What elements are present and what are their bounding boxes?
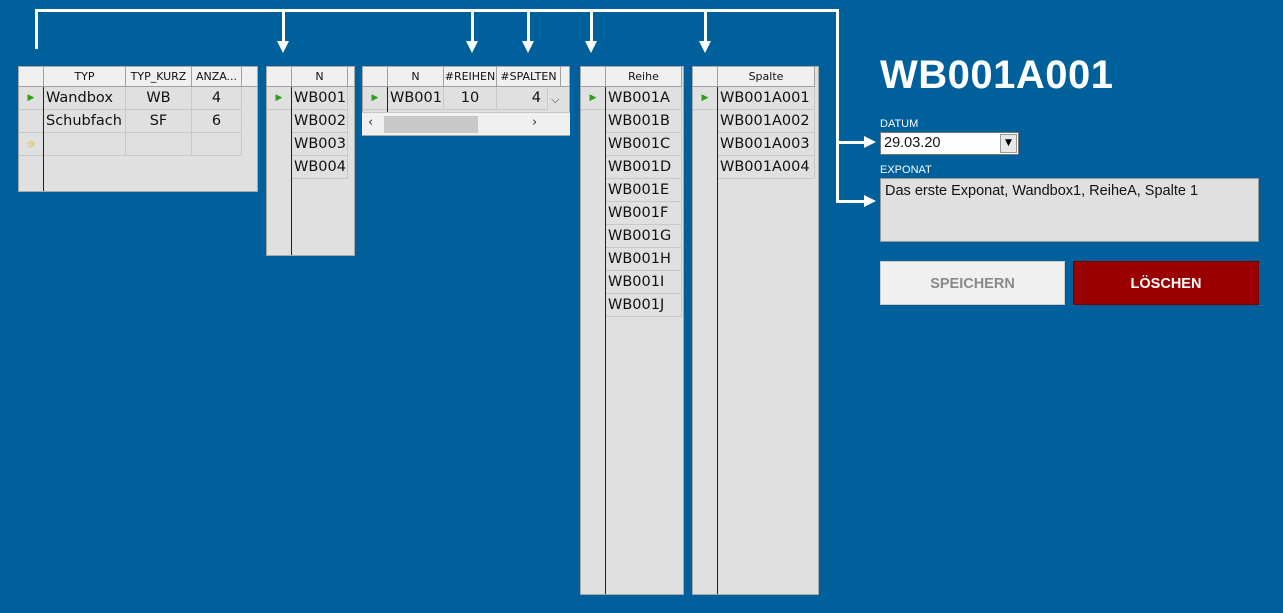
n-grid[interactable]: N ▶ WB001 WB002 WB003 WB004: [266, 66, 355, 256]
save-button[interactable]: SPEICHERN: [880, 261, 1065, 305]
current-row-icon: ▶: [19, 87, 43, 110]
exponat-textarea[interactable]: Das erste Exponat, Wandbox1, ReiheA, Spa…: [880, 178, 1259, 242]
connector-drop-spalte: [704, 9, 707, 42]
table-cell[interactable]: WB001A003: [718, 133, 815, 156]
table-cell[interactable]: 4: [497, 87, 548, 110]
column-header-filler: [348, 67, 354, 87]
row-selector-column[interactable]: [267, 67, 292, 255]
table-cell[interactable]: Schubfach: [44, 110, 126, 133]
connector-drop-n: [282, 9, 285, 42]
table-cell[interactable]: WB001D: [606, 156, 682, 179]
table-cell[interactable]: 6: [192, 110, 242, 133]
connector-left-drop: [35, 9, 38, 49]
column-header-reihen[interactable]: #REIHEN: [444, 67, 497, 87]
datum-value[interactable]: 29.03.20: [884, 135, 941, 151]
scroll-down-icon[interactable]: ⌵: [551, 93, 560, 106]
new-row-icon: ☼: [19, 133, 43, 156]
arrow-down-icon: [585, 41, 597, 53]
reihe-grid[interactable]: Reihe ▶ WB001A WB001B WB001C WB001D WB00…: [580, 66, 684, 595]
table-cell[interactable]: WB001H: [606, 248, 682, 271]
table-cell[interactable]: WB002: [292, 110, 348, 133]
scroll-right-icon[interactable]: ›: [532, 115, 538, 130]
table-cell[interactable]: WB001E: [606, 179, 682, 202]
table-cell[interactable]: SF: [126, 110, 192, 133]
delete-button[interactable]: LÖSCHEN: [1073, 261, 1259, 305]
scrollbar-thumb[interactable]: [384, 116, 478, 133]
new-row-cell[interactable]: [126, 133, 192, 156]
table-cell[interactable]: WB001: [388, 87, 444, 110]
arrow-right-icon: [864, 195, 876, 207]
connector-drop-reihe: [590, 9, 593, 42]
current-row-icon: ▶: [267, 87, 291, 110]
column-header-spalte[interactable]: Spalte: [718, 67, 815, 87]
connector-to-exponat: [836, 200, 866, 203]
header-select-all[interactable]: [581, 67, 606, 87]
table-cell[interactable]: 4: [192, 87, 242, 110]
current-row-icon: ▶: [581, 87, 605, 110]
typ-grid[interactable]: TYP TYP_KURZ ANZA... ▶ Wandbox WB 4 Schu…: [18, 66, 258, 192]
table-cell[interactable]: WB001B: [606, 110, 682, 133]
connector-drop-reihen: [471, 9, 474, 42]
table-cell[interactable]: WB001G: [606, 225, 682, 248]
table-cell[interactable]: WB001: [292, 87, 348, 110]
arrow-down-icon: [466, 41, 478, 53]
table-cell[interactable]: WB: [126, 87, 192, 110]
table-cell[interactable]: Wandbox: [44, 87, 126, 110]
column-header-n[interactable]: N: [292, 67, 348, 87]
datum-label: DATUM: [880, 118, 919, 130]
column-header-anzahl[interactable]: ANZA...: [192, 67, 242, 87]
column-header-filler: [561, 67, 569, 87]
spalte-grid[interactable]: Spalte ▶ WB001A001 WB001A002 WB001A003 W…: [692, 66, 819, 595]
arrow-down-icon: [522, 41, 534, 53]
horizontal-scrollbar[interactable]: ‹ ›: [362, 112, 570, 135]
column-header-n[interactable]: N: [388, 67, 444, 87]
row-selector-column[interactable]: [693, 67, 718, 594]
exponat-label: EXPONAT: [880, 164, 932, 176]
table-cell[interactable]: WB001A002: [718, 110, 815, 133]
table-cell[interactable]: WB001F: [606, 202, 682, 225]
column-header-typ-kurz[interactable]: TYP_KURZ: [126, 67, 192, 87]
table-cell[interactable]: WB001A004: [718, 156, 815, 179]
datum-combobox[interactable]: 29.03.20 ▼: [880, 132, 1019, 155]
table-cell[interactable]: WB001I: [606, 271, 682, 294]
column-header-filler: [242, 67, 257, 87]
scroll-left-icon[interactable]: ‹: [368, 115, 374, 130]
column-header-spalten[interactable]: #SPALTEN: [497, 67, 561, 87]
connector-drop-spalten: [527, 9, 530, 42]
header-select-all[interactable]: [267, 67, 292, 87]
connector-right-drop: [836, 9, 839, 203]
connector-top-line: [35, 9, 839, 12]
table-cell[interactable]: WB004: [292, 156, 348, 179]
table-cell[interactable]: 10: [444, 87, 497, 110]
column-header-reihe[interactable]: Reihe: [606, 67, 682, 87]
row-selector[interactable]: [19, 110, 43, 133]
dropdown-arrow-icon[interactable]: ▼: [1000, 134, 1017, 153]
table-cell[interactable]: WB003: [292, 133, 348, 156]
table-cell[interactable]: WB001A: [606, 87, 682, 110]
column-header-typ[interactable]: TYP: [44, 67, 126, 87]
arrow-down-icon: [699, 41, 711, 53]
header-select-all[interactable]: [19, 67, 44, 87]
current-row-icon: ▶: [363, 87, 387, 110]
table-cell[interactable]: WB001A001: [718, 87, 815, 110]
current-row-icon: ▶: [693, 87, 717, 110]
new-row-cell[interactable]: [44, 133, 126, 156]
row-selector-column[interactable]: [581, 67, 606, 594]
row-selector-column[interactable]: [19, 67, 44, 191]
page-title: WB001A001: [880, 53, 1114, 97]
arrow-right-icon: [864, 136, 876, 148]
header-select-all[interactable]: [693, 67, 718, 87]
connector-to-datum: [836, 141, 866, 144]
header-select-all[interactable]: [363, 67, 388, 87]
new-row-cell[interactable]: [192, 133, 242, 156]
arrow-down-icon: [277, 41, 289, 53]
table-cell[interactable]: WB001C: [606, 133, 682, 156]
table-cell[interactable]: WB001J: [606, 294, 682, 317]
